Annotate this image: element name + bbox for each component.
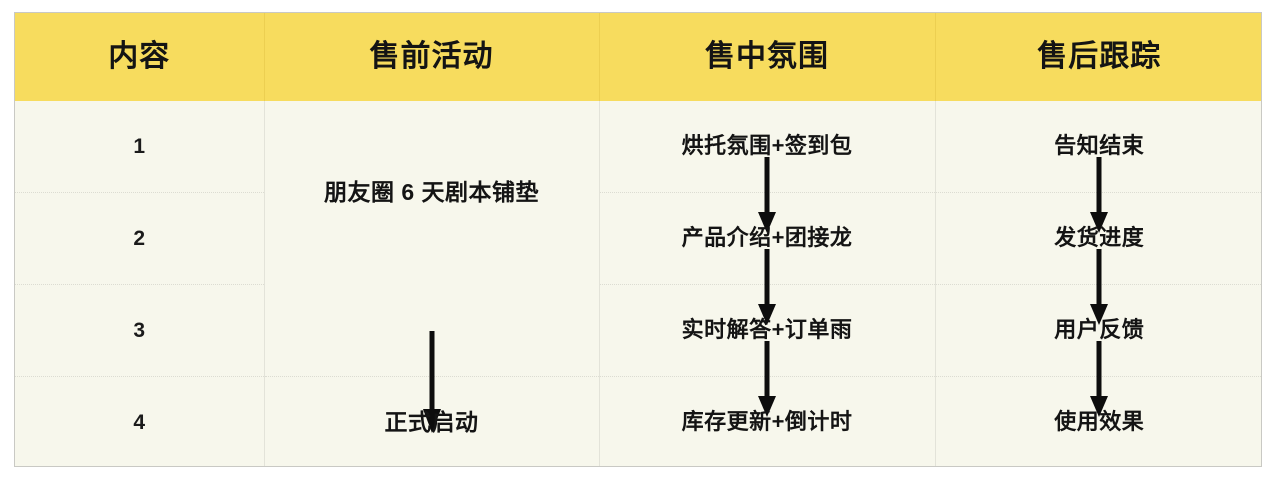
table-row: 2 产品介绍+团接龙 发货进度 bbox=[15, 192, 1261, 325]
cell-row-number-1: 1 bbox=[15, 101, 265, 193]
row-number-label: 3 bbox=[133, 319, 146, 342]
cell-in-sale-1: 烘托氛围+签到包 bbox=[599, 101, 936, 233]
table-body: 1 朋友圈 6 天剧本铺垫 烘托氛围+签到包 bbox=[15, 101, 1261, 466]
pre-sale-text: 朋友圈 6 天剧本铺垫 bbox=[323, 178, 540, 205]
cell-in-sale-3: 实时解答+订单雨 bbox=[599, 284, 936, 417]
flow-table: 内容 售前活动 售中氛围 bbox=[15, 13, 1261, 466]
cell-in-sale-2: 产品介绍+团接龙 bbox=[599, 192, 936, 325]
header-label-content: 内容 bbox=[108, 40, 171, 73]
row-number-label: 2 bbox=[133, 227, 146, 250]
cell-pre-sale-main: 朋友圈 6 天剧本铺垫 bbox=[264, 101, 600, 285]
in-sale-text-4: 库存更新+倒计时 bbox=[681, 409, 853, 434]
cell-row-number-4: 4 bbox=[15, 376, 265, 466]
row-number-label: 1 bbox=[133, 135, 146, 158]
cell-pre-sale-4: 正式启动 bbox=[264, 376, 600, 466]
header-label-in-sale: 售中氛围 bbox=[705, 40, 829, 73]
post-sale-text-2: 发货进度 bbox=[1054, 225, 1145, 250]
in-sale-text-3: 实时解答+订单雨 bbox=[681, 317, 853, 342]
table-row: 1 朋友圈 6 天剧本铺垫 烘托氛围+签到包 bbox=[15, 101, 1261, 285]
header-label-pre-sale: 售前活动 bbox=[369, 40, 494, 73]
post-sale-text-1: 告知结束 bbox=[1054, 133, 1145, 158]
header-cell-in-sale: 售中氛围 bbox=[599, 13, 1261, 101]
sales-flow-table: 内容 售前活动 售中氛围 bbox=[14, 12, 1262, 467]
post-sale-text-3: 用户反馈 bbox=[1054, 317, 1145, 342]
table-row: 3 实时解答+订单雨 bbox=[15, 284, 1261, 433]
cell-post-sale-2: 发货进度 bbox=[935, 192, 1261, 325]
cell-post-sale-1: 告知结束 bbox=[935, 101, 1261, 233]
cell-in-sale-4: 库存更新+倒计时 bbox=[599, 376, 936, 466]
cell-post-sale-3: 用户反馈 bbox=[935, 284, 1261, 417]
header-cell-post-sale: 售后跟踪 bbox=[935, 13, 1261, 101]
in-sale-text-2: 产品介绍+团接龙 bbox=[681, 225, 853, 250]
header-row: 内容 售前活动 售中氛围 bbox=[15, 13, 1261, 101]
cell-row-number-2: 2 bbox=[15, 192, 265, 285]
pre-sale-text-4: 正式启动 bbox=[384, 408, 479, 435]
header-cell-content: 内容 bbox=[15, 13, 265, 101]
cell-row-number-3: 3 bbox=[15, 284, 265, 377]
cell-post-sale-4: 使用效果 bbox=[935, 376, 1261, 466]
table-row: 4 正式启动 库存更新+倒计时 使用效果 bbox=[15, 376, 1261, 466]
header-label-post-sale: 售后跟踪 bbox=[1037, 40, 1162, 73]
cell-pre-sale-3 bbox=[264, 284, 600, 433]
table-header: 内容 售前活动 售中氛围 bbox=[15, 13, 1261, 101]
in-sale-text-1: 烘托氛围+签到包 bbox=[681, 133, 853, 158]
row-number-label: 4 bbox=[133, 411, 146, 434]
post-sale-text-4: 使用效果 bbox=[1054, 409, 1145, 434]
header-cell-pre-sale: 售前活动 bbox=[264, 13, 935, 101]
